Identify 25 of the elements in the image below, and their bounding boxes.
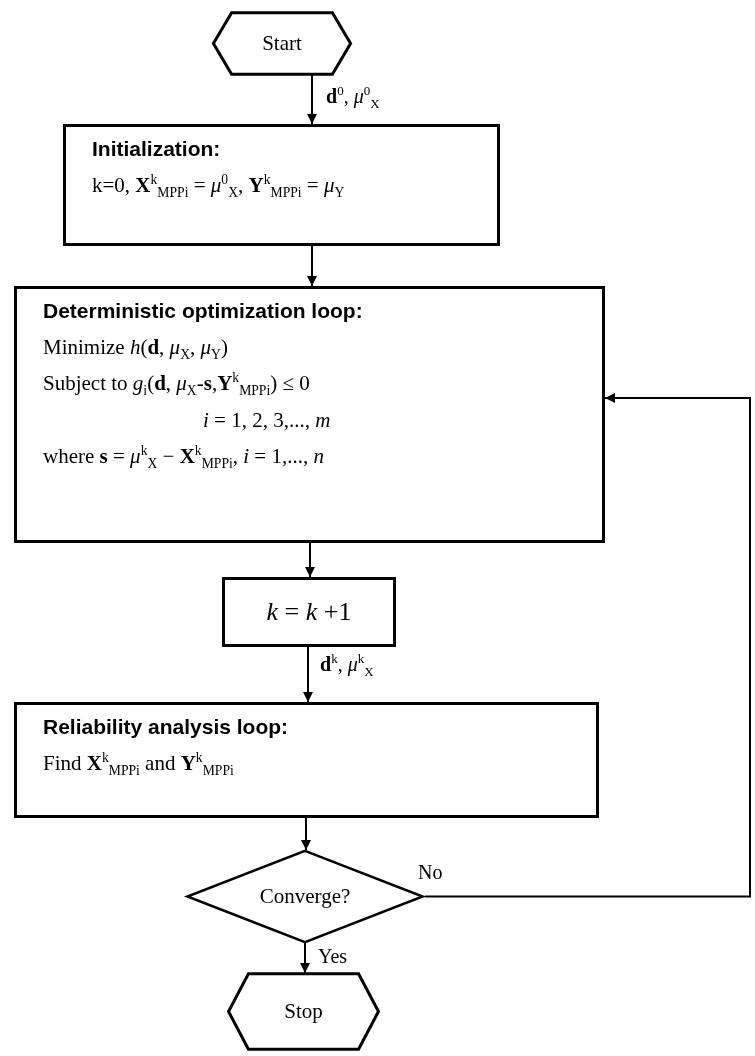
arrow — [301, 817, 311, 851]
box-heading: Initialization: — [92, 137, 221, 161]
formula-text: where s = μ$^{k}$$_{X}$ − X$^{k}$$_{MPPi}$, i = 1,..., n — [43, 442, 324, 472]
node-label: Converge? — [259, 883, 351, 911]
process-box — [222, 577, 396, 647]
node-label: Stop — [284, 998, 323, 1026]
arrow — [303, 646, 313, 703]
process-box — [14, 702, 599, 818]
formula-text: Subject to g$_{i}$(d, μ$_{X}$-s,Y$^{k}$$_{MPPi}$) ≤ 0 — [43, 369, 310, 399]
box-heading: Reliability analysis loop: — [43, 715, 289, 739]
formula-text: Minimize h(d, μ$_{X}$, μ$_{Y}$) — [43, 334, 228, 363]
arrow — [307, 74, 317, 125]
arrow — [307, 245, 317, 287]
terminal-hexagon — [227, 973, 380, 1050]
process-box — [63, 124, 500, 246]
terminal-hexagon — [212, 12, 352, 75]
box-heading: Deterministic optimization loop: — [43, 299, 363, 323]
arrow — [300, 942, 310, 974]
node-label: k = k +1 — [266, 596, 352, 629]
formula-text: i = 1, 2, 3,..., m — [203, 406, 331, 434]
arrow — [305, 542, 315, 578]
process-box — [14, 286, 605, 543]
node-label: Start — [262, 30, 302, 58]
formula-text: k=0, X$^{k}$$_{MPPi}$ = μ$^{0}$$_{X}$, Y$^{k}$$_{MPPi}$ = μ$_{Y}$ — [92, 171, 345, 201]
arrow — [424, 393, 751, 898]
